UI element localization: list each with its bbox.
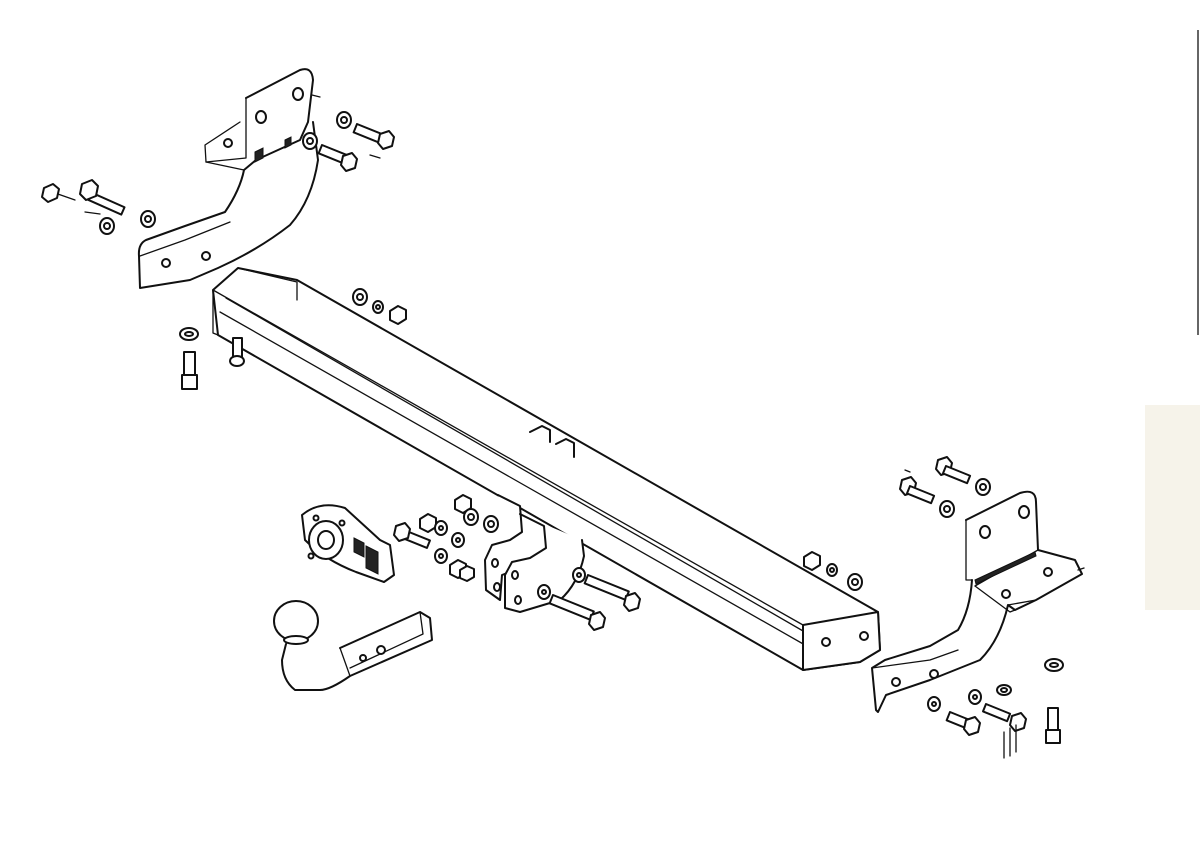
edge-artifact <box>1145 405 1200 610</box>
bolt <box>935 456 972 485</box>
leader-ticks <box>84 94 1085 571</box>
bolt <box>229 337 245 367</box>
bolt <box>1045 707 1061 744</box>
bolt <box>899 476 936 505</box>
nut <box>389 305 407 325</box>
nut <box>803 551 821 571</box>
bolt <box>945 711 981 736</box>
main-crossbar <box>212 267 881 671</box>
tow-ball-neck <box>273 600 433 691</box>
washer <box>939 500 955 518</box>
washer <box>483 515 499 533</box>
washer <box>140 210 156 228</box>
nut <box>419 513 437 533</box>
washer <box>996 684 1012 696</box>
washer <box>537 584 551 600</box>
washer <box>451 532 465 548</box>
center-mounting-plates <box>484 425 585 613</box>
washer <box>847 573 863 591</box>
bolt <box>79 179 126 216</box>
stud-bolt <box>1003 724 1017 759</box>
washer <box>352 288 368 306</box>
washer <box>968 689 982 705</box>
bolt <box>317 144 358 172</box>
washer <box>302 132 318 150</box>
washer <box>99 217 115 235</box>
electric-socket-plate <box>301 504 395 583</box>
washer <box>372 300 384 314</box>
washer <box>1044 658 1064 672</box>
nut <box>459 565 475 582</box>
washer <box>826 563 838 577</box>
washer <box>336 111 352 129</box>
right-mounting-bracket <box>871 490 1083 713</box>
bolt <box>982 703 1027 732</box>
washer <box>434 548 448 564</box>
left-mounting-bracket <box>137 68 319 289</box>
washer <box>179 327 199 341</box>
bolt <box>548 594 606 631</box>
washer <box>572 567 586 583</box>
bolt <box>583 573 641 612</box>
bolt <box>41 183 76 203</box>
bolt <box>352 123 395 150</box>
bolt <box>393 522 431 549</box>
washer <box>463 508 479 526</box>
washer <box>975 478 991 496</box>
bolt <box>181 351 198 390</box>
washer <box>927 696 941 712</box>
washer <box>434 520 448 536</box>
